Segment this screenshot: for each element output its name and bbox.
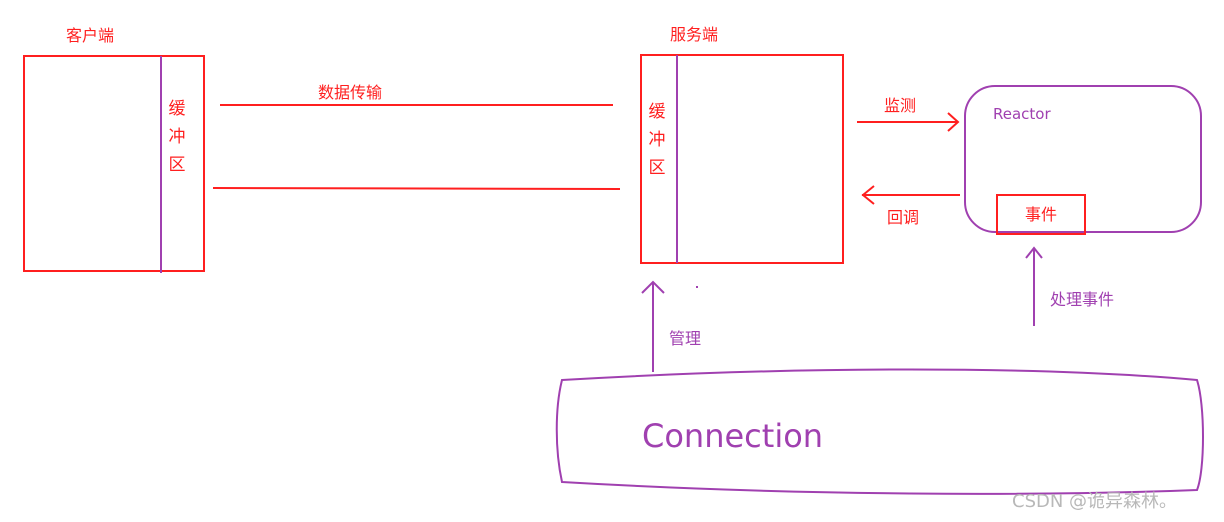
client-buffer-label: 缓冲区 xyxy=(168,99,186,175)
client-title: 客户端 xyxy=(66,26,115,45)
event-label: 事件 xyxy=(1025,205,1058,224)
callback-arrow-head xyxy=(861,185,875,205)
handle-event-label: 处理事件 xyxy=(1050,290,1115,309)
connection-label: Connection xyxy=(642,417,824,455)
manage-arrow-head xyxy=(641,280,665,294)
event-box xyxy=(996,194,1086,235)
reactor-title: Reactor xyxy=(993,105,1051,123)
server-buffer-label: 缓冲区 xyxy=(648,102,666,178)
monitor-arrow-head xyxy=(947,112,960,132)
transfer-line-bottom xyxy=(212,187,621,190)
server-title: 服务端 xyxy=(670,25,719,44)
server-box xyxy=(640,54,844,264)
watermark: CSDN @诡异森林。 xyxy=(1012,491,1178,512)
transfer-label: 数据传输 xyxy=(318,83,383,102)
manage-label: 管理 xyxy=(669,329,702,348)
client-box xyxy=(23,55,205,272)
callback-label: 回调 xyxy=(887,208,920,227)
handle-event-arrow-head xyxy=(1025,246,1043,259)
connection-shape xyxy=(555,368,1204,495)
monitor-label: 监测 xyxy=(884,96,917,115)
reactor-box xyxy=(964,85,1202,233)
